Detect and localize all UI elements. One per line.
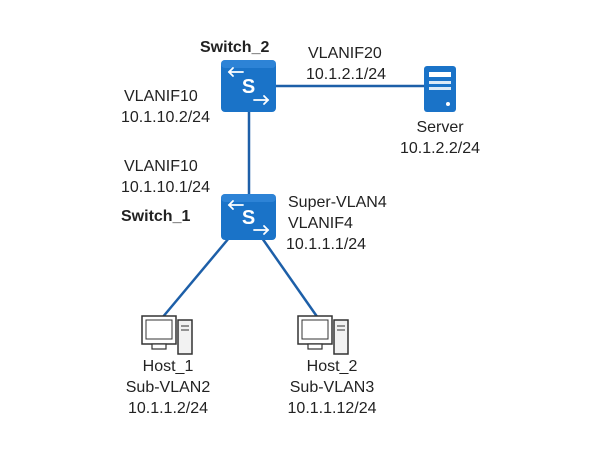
- switch-2-icon[interactable]: S: [221, 60, 276, 112]
- switch-1-vlanif10-label: VLANIF10: [124, 158, 198, 175]
- switch-1-icon[interactable]: S: [221, 194, 276, 240]
- switch-2-vlanif10-label: VLANIF10: [124, 88, 198, 105]
- server-name: Server: [416, 119, 464, 136]
- switch-1-name: Switch_1: [121, 208, 191, 225]
- switch-2-name: Switch_2: [200, 39, 270, 56]
- switch-1-super-vlan: Super-VLAN4: [288, 194, 387, 211]
- server-ip: 10.1.2.2/24: [399, 140, 481, 157]
- switch-2-vlanif10-ip: 10.1.10.2/24: [121, 109, 210, 126]
- host-2-pc-icon[interactable]: [297, 315, 349, 355]
- host-1-vlan: Sub-VLAN2: [125, 379, 211, 396]
- server-icon[interactable]: [424, 66, 456, 112]
- switch-2-vlanif20-label: VLANIF20: [308, 45, 382, 62]
- switch-2-vlanif20-ip: 10.1.2.1/24: [306, 66, 387, 83]
- switch-1-vlanif10-ip: 10.1.10.1/24: [121, 179, 210, 196]
- host-2-name: Host_2: [306, 358, 358, 375]
- svg-text:S: S: [242, 207, 255, 229]
- host-1-name: Host_1: [142, 358, 194, 375]
- switch-1-vlanif4-ip: 10.1.1.1/24: [286, 236, 367, 253]
- svg-text:S: S: [242, 76, 255, 98]
- host-1-pc-icon[interactable]: [141, 315, 193, 355]
- link-switch1-host2: [260, 237, 320, 319]
- host-2-vlan: Sub-VLAN3: [289, 379, 375, 396]
- host-2-ip: 10.1.1.12/24: [287, 400, 377, 417]
- link-switch1-host1: [161, 237, 230, 319]
- host-1-ip: 10.1.1.2/24: [127, 400, 209, 417]
- switch-1-vlanif4-label: VLANIF4: [288, 215, 353, 232]
